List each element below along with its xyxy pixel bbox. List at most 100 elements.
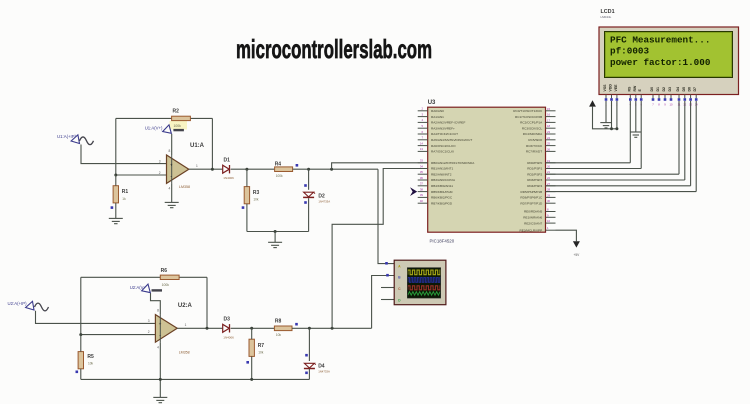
svg-text:10: 10 [670, 102, 673, 106]
svg-text:D3: D3 [668, 87, 672, 92]
svg-text:19: 19 [547, 159, 551, 163]
svg-text:R3: R3 [253, 190, 260, 196]
svg-text:40: 40 [420, 199, 424, 203]
svg-text:33: 33 [420, 159, 424, 163]
svg-text:RB7/KBI3/PGD: RB7/KBI3/PGD [431, 201, 453, 205]
svg-text:+: + [170, 163, 173, 168]
svg-text:R2: R2 [173, 109, 180, 115]
svg-text:35: 35 [420, 170, 424, 174]
svg-text:VSS: VSS [603, 84, 607, 92]
svg-text:8: 8 [157, 309, 159, 313]
svg-text:RA1/AN1: RA1/AN1 [431, 115, 444, 119]
svg-text:RB4/KBI0/AN11: RB4/KBI0/AN11 [431, 184, 453, 188]
svg-text:power factor:1.000: power factor:1.000 [610, 57, 711, 68]
svg-text:RE1/WR/AN6: RE1/WR/AN6 [523, 216, 542, 220]
svg-text:RE3/MCLR/VPP: RE3/MCLR/VPP [519, 228, 542, 232]
svg-text:22: 22 [547, 176, 551, 180]
svg-text:LCD1: LCD1 [601, 9, 615, 15]
svg-text:38: 38 [420, 187, 424, 191]
svg-text:RC1/T1OSI/CCP2B: RC1/T1OSI/CCP2B [515, 115, 542, 119]
svg-text:U2:A(V+): U2:A(V+) [130, 285, 148, 290]
svg-text:2: 2 [159, 171, 161, 175]
svg-text:RA0/AN0: RA0/AN0 [431, 109, 444, 113]
svg-text:RA7/OSC1/CLKI: RA7/OSC1/CLKI [431, 150, 454, 154]
svg-text:RC5/SDO: RC5/SDO [528, 138, 542, 142]
svg-text:E: E [638, 89, 642, 92]
svg-text:RC6/TX/CK: RC6/TX/CK [526, 144, 543, 148]
svg-text:U1:A: U1:A [190, 143, 205, 149]
svg-text:PIC18F4520: PIC18F4520 [430, 238, 455, 243]
svg-text:RA5/AN4/SS/HLVDIN/C2OUT: RA5/AN4/SS/HLVDIN/C2OUT [431, 138, 472, 142]
svg-text:3: 3 [159, 160, 161, 164]
svg-text:LM358: LM358 [179, 350, 190, 354]
svg-text:23: 23 [547, 130, 551, 134]
svg-text:1: 1 [196, 164, 198, 168]
svg-text:-: - [159, 333, 161, 339]
svg-text:-: - [170, 174, 172, 180]
svg-text:RE2/CS/AN7: RE2/CS/AN7 [524, 221, 542, 225]
svg-text:D2: D2 [662, 87, 666, 92]
svg-text:B: B [398, 276, 401, 280]
svg-text:RB2/AN8/INT2: RB2/AN8/INT2 [431, 172, 452, 176]
svg-text:VDD: VDD [609, 84, 613, 92]
svg-text:RA2/AN2/VREF-/CVREF: RA2/AN2/VREF-/CVREF [431, 121, 465, 125]
svg-text:LM044L: LM044L [601, 15, 612, 19]
svg-text:RB0/AN12/INT0/FLT0/SDI/SDA: RB0/AN12/INT0/FLT0/SDI/SDA [431, 161, 475, 165]
svg-text:9: 9 [664, 102, 666, 106]
svg-text:U3: U3 [428, 100, 436, 106]
svg-text:RC3/SCK/SCL: RC3/SCK/SCL [522, 126, 543, 130]
svg-text:+: + [159, 323, 162, 328]
svg-text:RD0/PSP0: RD0/PSP0 [527, 161, 542, 165]
svg-text:D: D [398, 298, 401, 302]
svg-text:D4: D4 [676, 87, 680, 92]
svg-text:U1:A(V+): U1:A(V+) [145, 125, 163, 130]
svg-text:R8: R8 [275, 319, 282, 325]
svg-text:RB1/AN10/INT1: RB1/AN10/INT1 [431, 167, 453, 171]
svg-text:100k: 100k [162, 283, 170, 287]
svg-text:20: 20 [547, 165, 551, 169]
svg-text:D3: D3 [224, 317, 231, 323]
svg-text:28: 28 [547, 188, 551, 192]
svg-text:R6: R6 [161, 268, 168, 274]
svg-text:RD5/PSP5/P1B: RD5/PSP5/P1B [521, 190, 543, 194]
svg-text:16: 16 [547, 113, 551, 117]
svg-text:C: C [398, 287, 401, 291]
svg-text:+5V: +5V [574, 253, 581, 257]
svg-text:U1:A(+IP): U1:A(+IP) [57, 134, 77, 139]
svg-text:4: 4 [157, 346, 159, 350]
svg-text:RC0/T1OSO/T13CKI: RC0/T1OSO/T13CKI [513, 109, 542, 113]
svg-text:RA3/AN3/VREF+: RA3/AN3/VREF+ [431, 126, 455, 130]
svg-text:4: 4 [421, 118, 423, 122]
svg-text:4: 4 [169, 186, 171, 190]
svg-text:D1: D1 [224, 158, 231, 164]
svg-text:18: 18 [547, 124, 551, 128]
svg-text:15: 15 [547, 107, 551, 111]
svg-text:5: 5 [421, 124, 423, 128]
svg-text:1N4006: 1N4006 [223, 176, 234, 180]
svg-text:7: 7 [421, 136, 423, 140]
svg-text:RD1/PSP1: RD1/PSP1 [527, 167, 542, 171]
svg-text:25: 25 [547, 142, 551, 146]
svg-text:RD4/PSP4: RD4/PSP4 [527, 184, 542, 188]
svg-text:VEE: VEE [614, 84, 618, 92]
svg-text:36: 36 [420, 176, 424, 180]
svg-text:R4: R4 [275, 161, 282, 167]
svg-text:37: 37 [420, 182, 424, 186]
svg-text:U2:A(+IP): U2:A(+IP) [8, 301, 28, 306]
svg-text:RS: RS [627, 86, 631, 92]
svg-text:D7: D7 [693, 87, 697, 92]
svg-text:D1: D1 [656, 87, 660, 92]
svg-text:10k: 10k [276, 333, 282, 337]
svg-text:10k: 10k [88, 361, 94, 365]
svg-text:U2:A: U2:A [178, 303, 193, 309]
svg-text:17: 17 [547, 118, 551, 122]
svg-text:RD7/PSP7/P1D: RD7/PSP7/P1D [520, 201, 543, 205]
svg-text:D5: D5 [682, 87, 686, 92]
svg-text:1k: 1k [122, 197, 126, 201]
svg-text:100k: 100k [276, 174, 283, 178]
svg-text:1: 1 [547, 226, 549, 230]
svg-text:1: 1 [185, 323, 187, 327]
svg-text:R5: R5 [87, 354, 94, 360]
svg-text:LM358: LM358 [179, 185, 190, 189]
svg-text:RD6/PSP6/P1C: RD6/PSP6/P1C [520, 196, 543, 200]
